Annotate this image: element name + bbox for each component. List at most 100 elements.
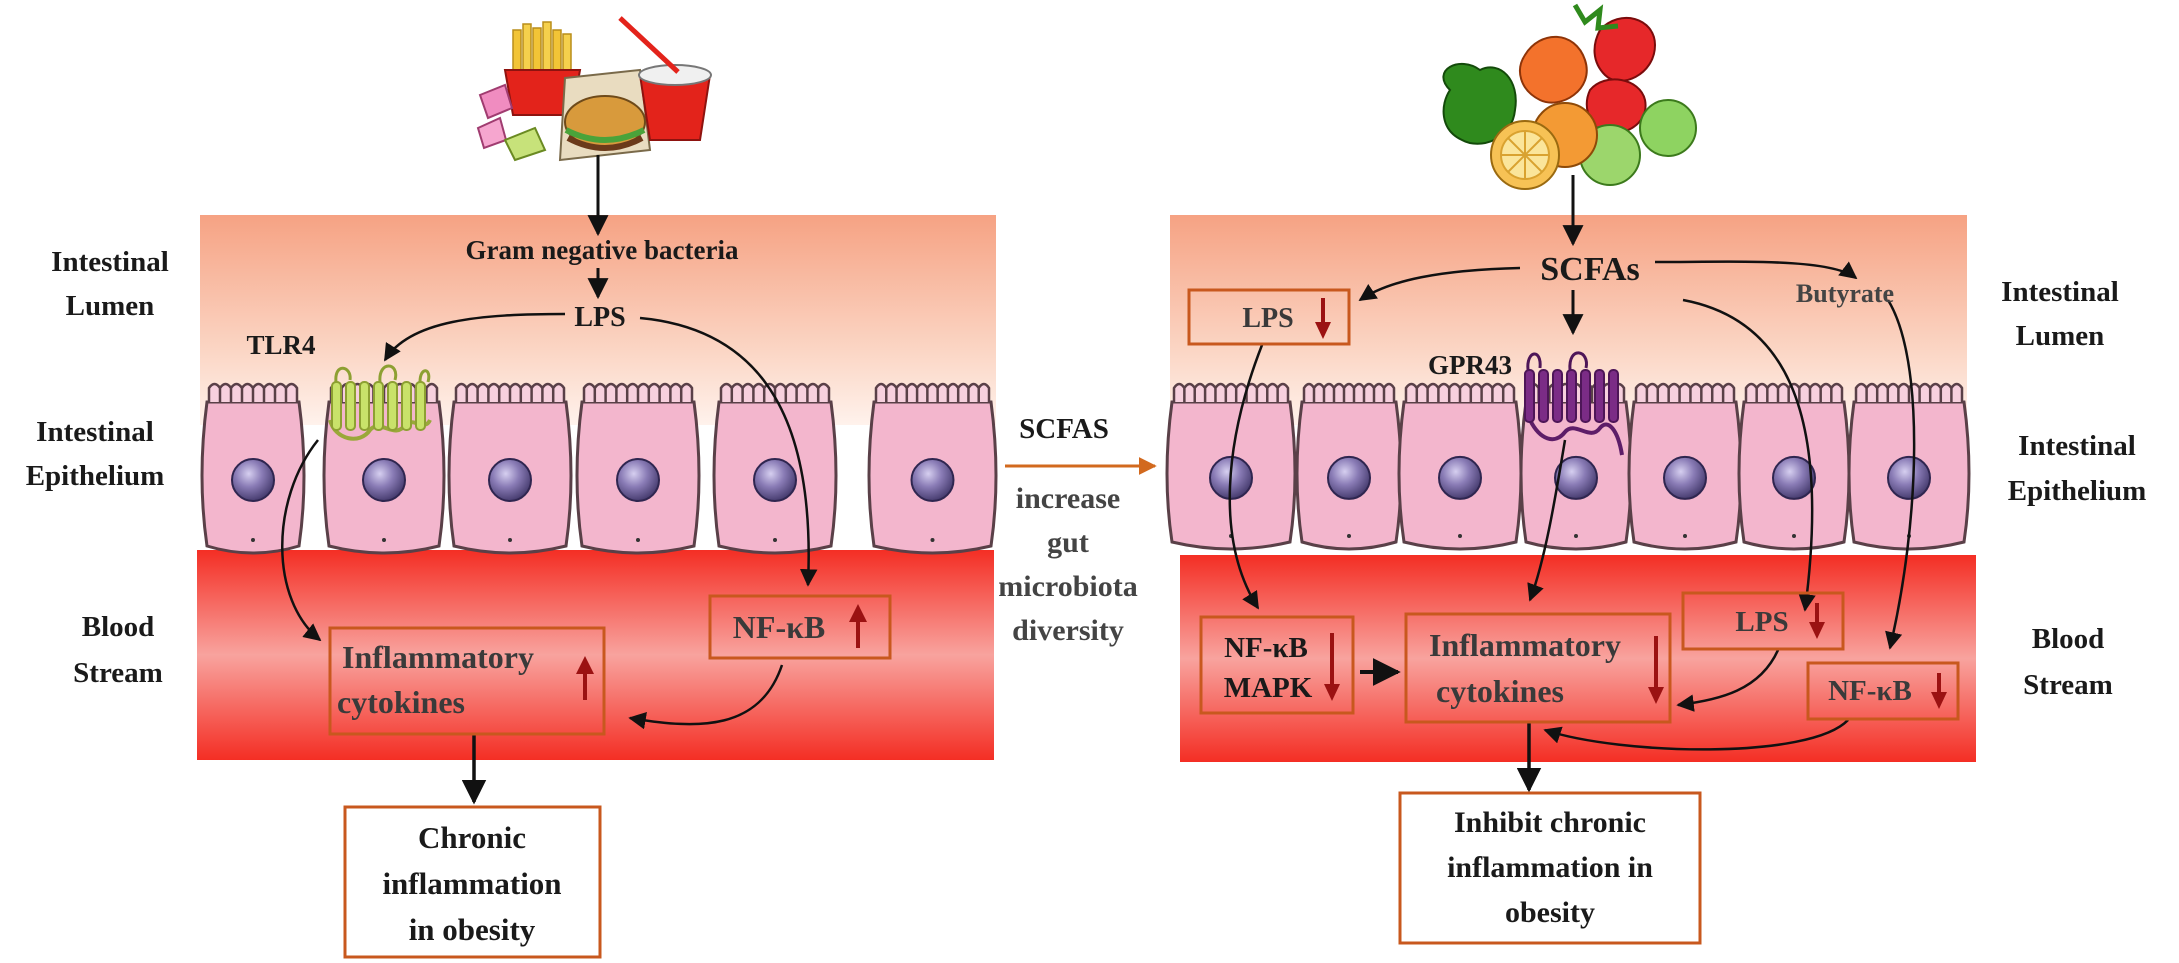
epithelium-label-right-2: Epithelium bbox=[2008, 475, 2147, 507]
nucleus-icon bbox=[1327, 455, 1371, 500]
middle-effect-2: gut bbox=[1047, 526, 1089, 559]
nucleus-icon bbox=[362, 458, 406, 502]
epithelium-label-left-2: Epithelium bbox=[26, 460, 165, 492]
epithelial-cell bbox=[200, 382, 306, 555]
arrow-lps-blood-to-cytokines bbox=[1676, 649, 1780, 712]
outcome-box-right bbox=[1398, 791, 1702, 945]
cytokines-label-right-2: cytokines bbox=[1436, 673, 1564, 709]
outcome-box-left bbox=[343, 805, 602, 959]
lps-box-blood bbox=[1681, 591, 1845, 651]
outcome-right-3: obesity bbox=[1505, 896, 1595, 929]
nucleus-icon bbox=[753, 458, 797, 502]
nucleus-icon bbox=[231, 458, 275, 502]
scfas-middle-label: SCFAS bbox=[1019, 413, 1109, 445]
junk-food-icon bbox=[476, 16, 712, 162]
blood-label-left-2: Stream bbox=[73, 657, 163, 689]
lps-label-lumen: LPS bbox=[1242, 303, 1293, 334]
arrow-nfkb-to-cytokines bbox=[628, 664, 784, 730]
blood-label-right-2: Stream bbox=[2023, 669, 2113, 701]
nucleus-icon bbox=[1887, 455, 1931, 500]
nfkb-label-right: NF-κB bbox=[1828, 675, 1912, 707]
epithelial-cell bbox=[447, 382, 573, 555]
nucleus-icon bbox=[616, 458, 660, 502]
middle-section: SCFAS increase gut microbiota diversity bbox=[998, 413, 1157, 647]
outcome-left-3: in obesity bbox=[409, 912, 536, 947]
scfas-label-right: SCFAs bbox=[1540, 251, 1640, 288]
epithelium-label-right-1: Intestinal bbox=[2018, 430, 2136, 462]
outcome-right-1: Inhibit chronic bbox=[1454, 806, 1646, 839]
arrow-down-icon bbox=[1324, 633, 1340, 701]
gram-negative-label: Gram negative bacteria bbox=[466, 235, 739, 265]
arrow-lps-to-nfkb-mapk bbox=[1228, 344, 1264, 610]
left-blood-band bbox=[197, 550, 994, 760]
lumen-label-right-2: Lumen bbox=[2016, 320, 2105, 352]
right-blood-band bbox=[1180, 555, 1976, 762]
outcome-right-2: inflammation in bbox=[1447, 851, 1653, 884]
nucleus-icon bbox=[1438, 455, 1482, 500]
epithelium-label-left-1: Intestinal bbox=[36, 416, 154, 448]
nfkb-box-left bbox=[708, 594, 892, 660]
cytokines-box-left bbox=[328, 626, 606, 736]
middle-effect-3: microbiota bbox=[998, 570, 1137, 603]
cytokines-label-left-2: cytokines bbox=[337, 684, 465, 720]
outcome-left-2: inflammation bbox=[382, 866, 561, 901]
middle-effect-1: increase bbox=[1016, 482, 1120, 515]
gpr43-label: GPR43 bbox=[1428, 350, 1512, 380]
epithelial-cell bbox=[1737, 382, 1851, 551]
epithelial-cell bbox=[867, 382, 998, 555]
lumen-label-right-1: Intestinal bbox=[2001, 276, 2119, 308]
epithelial-cell bbox=[712, 382, 838, 555]
nfkb-mapk-label-1: NF-κB bbox=[1224, 632, 1308, 664]
tlr4-receptor-icon bbox=[328, 364, 432, 441]
cytokines-label-right-1: Inflammatory bbox=[1429, 627, 1621, 663]
arrow-down-icon bbox=[1931, 673, 1947, 709]
nucleus-icon bbox=[1554, 455, 1598, 500]
nfkb-label-left: NF-κB bbox=[733, 609, 825, 645]
middle-effect-4: diversity bbox=[1012, 614, 1124, 647]
epithelial-cell bbox=[1295, 382, 1403, 551]
outcome-left-1: Chronic bbox=[418, 820, 526, 855]
arrow-down-icon bbox=[1648, 636, 1664, 704]
arrow-down-icon bbox=[1809, 603, 1825, 639]
arrow-up-icon bbox=[849, 604, 867, 648]
arrow-butyrate-to-nfkb bbox=[1885, 299, 1916, 650]
arrow-nfkb-to-cytokines-right bbox=[1543, 719, 1849, 751]
arrow-down-icon bbox=[1315, 298, 1331, 339]
lps-label-left: LPS bbox=[574, 302, 625, 333]
blood-label-left-1: Blood bbox=[82, 611, 155, 643]
fruit-vegetable-icon bbox=[1442, 3, 1697, 190]
left-epithelium-cells bbox=[200, 382, 998, 555]
lps-box-lumen bbox=[1187, 288, 1351, 346]
epithelial-cell bbox=[575, 382, 701, 555]
arrow-lps-to-tlr4 bbox=[383, 312, 566, 362]
lumen-label-left-1: Intestinal bbox=[51, 246, 169, 278]
nucleus-icon bbox=[488, 458, 532, 502]
cytokines-box-right bbox=[1404, 612, 1672, 724]
nfkb-mapk-label-2: MAPK bbox=[1224, 672, 1313, 704]
lps-label-blood: LPS bbox=[1735, 606, 1788, 638]
arrow-gpr43-to-cytokines bbox=[1527, 439, 1567, 602]
right-panel: SCFAs Butyrate LPS GPR43 NF-κB MAPK Infl… bbox=[1165, 3, 2147, 945]
nucleus-icon bbox=[910, 458, 955, 502]
tlr4-label: TLR4 bbox=[246, 330, 315, 360]
arrow-scfas-to-lps-blood bbox=[1682, 298, 1816, 612]
epithelial-cell bbox=[1627, 382, 1743, 551]
epithelial-cell bbox=[1397, 382, 1523, 551]
arrow-scfas-to-butyrate bbox=[1654, 260, 1858, 280]
arrow-tlr4-to-cytokines bbox=[281, 439, 322, 642]
nfkb-mapk-box bbox=[1199, 615, 1355, 715]
arrow-scfas-to-lps bbox=[1358, 266, 1521, 302]
nucleus-icon bbox=[1663, 455, 1707, 500]
butyrate-label: Butyrate bbox=[1796, 279, 1894, 308]
blood-label-right-1: Blood bbox=[2032, 623, 2105, 655]
arrow-up-icon bbox=[576, 656, 594, 700]
lumen-label-left-2: Lumen bbox=[66, 290, 155, 322]
arrow-lps-to-nfkb bbox=[639, 316, 818, 587]
cytokines-label-left-1: Inflammatory bbox=[342, 639, 534, 675]
nfkb-box-right bbox=[1806, 661, 1960, 721]
gpr43-receptor-icon bbox=[1524, 351, 1624, 456]
epithelial-cell bbox=[1847, 382, 1971, 551]
left-panel: Intestinal Lumen Intestinal Epithelium B… bbox=[26, 16, 998, 959]
nucleus-icon bbox=[1772, 455, 1816, 500]
